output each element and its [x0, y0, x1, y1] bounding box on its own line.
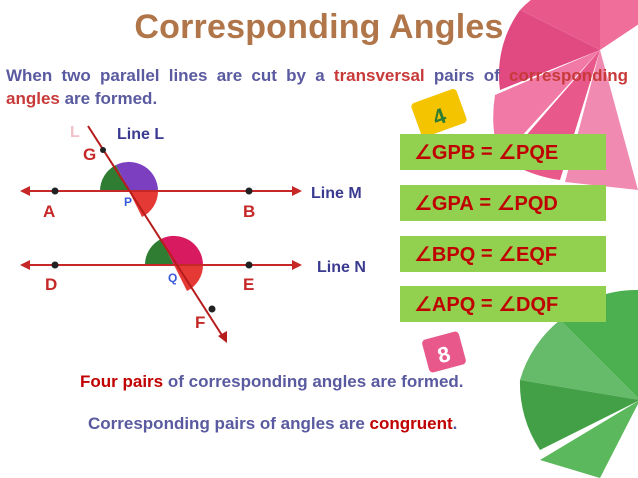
footer-four-pairs: Four pairs of corresponding angles are f…	[80, 372, 560, 392]
intro-text: When two parallel lines are cut by a tra…	[6, 64, 628, 110]
point-g-label: G	[83, 145, 96, 164]
footer-four-pairs-rest: of corresponding angles are formed.	[163, 372, 464, 391]
line-n-left-arrow-icon	[20, 260, 30, 270]
yellow-cube-decoration: 4	[411, 89, 467, 137]
equality-box-3: ∠BPQ = ∠EQF	[400, 236, 606, 272]
point-p-label: P	[124, 195, 132, 209]
line-n-right-arrow-icon	[292, 260, 302, 270]
equality-right: ∠PQD	[496, 192, 558, 215]
angle-bpq-sector	[129, 191, 159, 217]
point-a	[51, 187, 59, 195]
equality-left: ∠GPB	[414, 141, 476, 164]
footer-congruent-part1: Corresponding pairs of angles are	[88, 414, 370, 433]
point-b-label: B	[243, 202, 255, 221]
equality-sign: =	[475, 292, 499, 315]
angle-pqd-sector	[144, 239, 174, 265]
equality-left: ∠GPA	[414, 192, 474, 215]
equality-sign: =	[473, 191, 497, 214]
equality-left: ∠APQ	[414, 293, 476, 316]
point-a-label: A	[43, 202, 55, 221]
transversal-name-label: Line L	[117, 126, 164, 143]
green-fraction-wheel-decoration	[519, 289, 638, 478]
pink-cube-decoration: 8	[422, 331, 466, 373]
footer-congruent-highlight: congruent	[369, 414, 453, 433]
point-e	[245, 261, 253, 269]
equality-right: ∠DQF	[498, 293, 559, 316]
point-e-label: E	[243, 275, 254, 294]
point-d-label: D	[45, 275, 57, 294]
angle-gpa-sector	[99, 165, 129, 191]
transversal-tip-label: L	[70, 124, 80, 141]
intro-part2: pairs of	[424, 66, 509, 85]
equality-left: ∠BPQ	[414, 243, 476, 266]
intro-transversal: transversal	[333, 66, 425, 85]
line-n-label: Line N	[317, 259, 366, 276]
equality-box-2: ∠GPA = ∠PQD	[400, 185, 606, 221]
line-m-right-arrow-icon	[292, 186, 302, 196]
equality-sign: =	[475, 242, 499, 265]
line-m-label: Line M	[311, 185, 362, 202]
point-b	[245, 187, 253, 195]
intro-part1: When two parallel lines are cut by a	[6, 66, 334, 85]
point-f	[208, 305, 216, 313]
angle-gpb-sector	[116, 161, 159, 191]
equality-box-4: ∠APQ = ∠DQF	[400, 286, 606, 322]
transversal-bottom-arrow-icon	[218, 331, 227, 343]
transversal-line-l	[87, 125, 226, 341]
equality-sign: =	[475, 140, 499, 163]
point-f-label: F	[195, 313, 205, 332]
point-d	[51, 261, 59, 269]
point-g	[100, 147, 106, 153]
footer-congruent: Corresponding pairs of angles are congru…	[88, 414, 568, 434]
intro-highlight: corresponding angles	[6, 66, 628, 108]
footer-four-pairs-highlight: Four pairs	[80, 372, 164, 391]
equality-right: ∠EQF	[498, 243, 558, 266]
intro-part3: are formed.	[59, 89, 158, 108]
equality-right: ∠PQE	[498, 141, 559, 164]
page-title: Corresponding Angles	[134, 8, 504, 46]
line-m-left-arrow-icon	[20, 186, 30, 196]
footer-congruent-end: .	[452, 414, 458, 433]
equality-box-1: ∠GPB = ∠PQE	[400, 134, 606, 170]
point-q-label: Q	[168, 271, 177, 285]
